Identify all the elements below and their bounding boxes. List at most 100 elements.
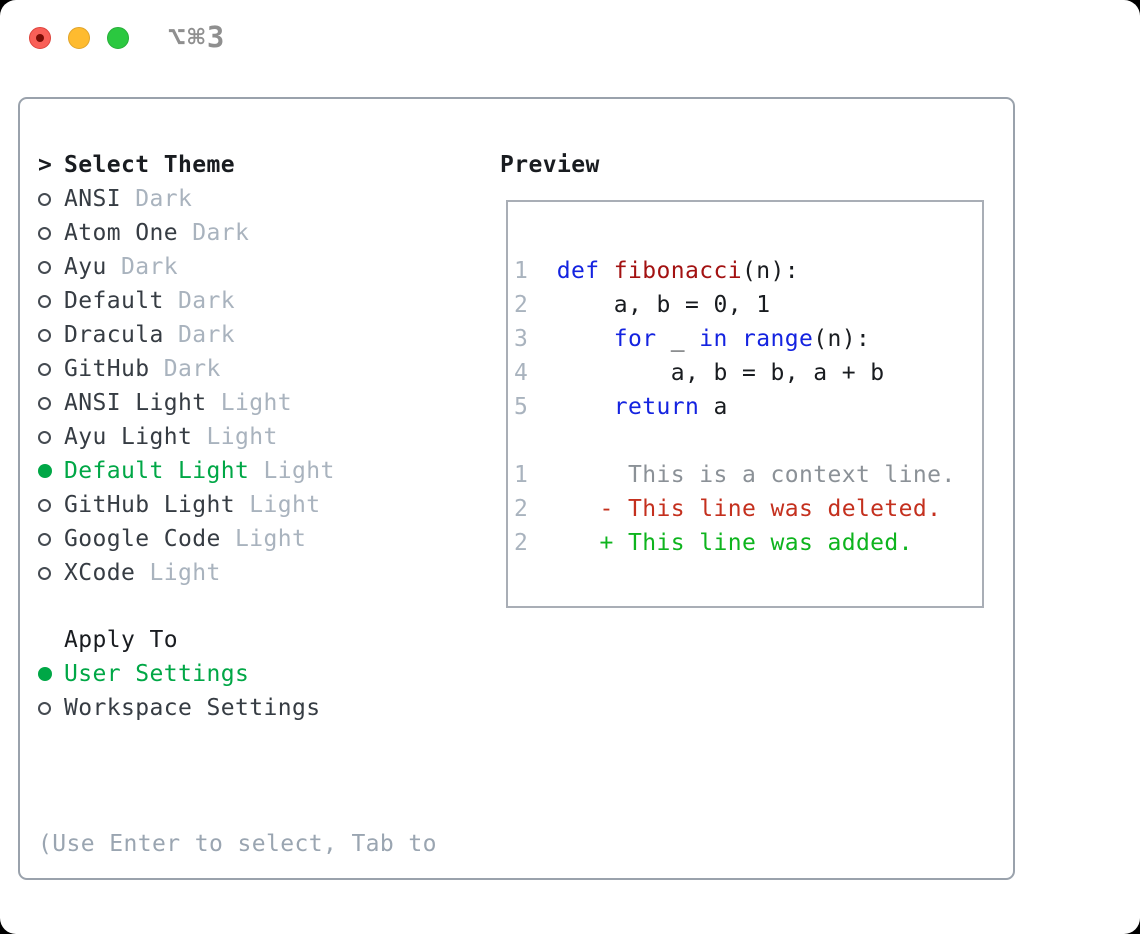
radio-circle: [38, 396, 51, 410]
theme-variant: Dark: [163, 288, 235, 314]
code-segment-num: 1: [514, 258, 557, 284]
preview-box: 1 def fibonacci(n): 2 a, b = 0, 1 3 for …: [506, 200, 984, 608]
theme-option[interactable]: Atom One Dark: [38, 216, 488, 250]
help-text: (Use Enter to select, Tab to change focu…: [38, 759, 488, 934]
theme-option[interactable]: Ayu Light Light: [38, 420, 488, 454]
theme-variant: Light: [192, 424, 278, 450]
close-button-dot: [36, 34, 44, 42]
theme-name: Ayu: [64, 254, 107, 280]
radio-selected-icon: [38, 657, 64, 691]
code-segment-pln: (n):: [741, 258, 799, 284]
theme-name: GitHub Light: [64, 492, 235, 518]
radio-circle: [38, 362, 51, 376]
theme-variant: Dark: [121, 186, 193, 212]
code-segment-add: + This line was added.: [542, 530, 913, 556]
theme-option[interactable]: ANSI Light Light: [38, 386, 488, 420]
apply-option[interactable]: Workspace Settings: [38, 691, 488, 725]
radio-unselected-icon: [38, 216, 64, 250]
theme-option[interactable]: Dracula Dark: [38, 318, 488, 352]
code-segment-kw: return: [613, 394, 700, 420]
code-segment-pln: a, b = b, a + b: [556, 360, 885, 386]
theme-name: ANSI Light: [64, 390, 207, 416]
code-segment-num: 2: [514, 530, 543, 556]
apply-to-header: Apply To: [38, 623, 488, 657]
help-line-1: (Use Enter to select, Tab to: [38, 831, 437, 857]
radio-circle: [38, 260, 51, 274]
code-segment-pln: [728, 326, 742, 352]
theme-name: Default: [64, 288, 164, 314]
select-theme-header: > Select Theme: [38, 148, 488, 182]
radio-selected-icon: [38, 454, 64, 488]
close-button[interactable]: [29, 27, 51, 49]
code-segment-fn: fibonacci: [613, 258, 742, 284]
code-segment-kw: range: [742, 326, 814, 352]
radio-unselected-icon: [38, 386, 64, 420]
radio-circle: [38, 667, 52, 681]
hotkey-label: ⌥⌘3: [168, 20, 227, 54]
apply-to-header-spacer: [38, 623, 64, 657]
radio-unselected-icon: [38, 556, 64, 590]
code-segment-kw: in: [699, 326, 728, 352]
radio-circle: [38, 192, 51, 206]
theme-variant: Dark: [106, 254, 178, 280]
code-segment-pln: [557, 394, 614, 420]
radio-circle: [38, 701, 51, 715]
code-segment-num: 2: [514, 292, 557, 318]
theme-option[interactable]: ANSI Dark: [38, 182, 488, 216]
theme-name: XCode: [64, 560, 136, 586]
theme-name: Google Code: [64, 526, 221, 552]
code-segment-pln: a: [699, 394, 728, 420]
theme-variant: Light: [249, 458, 335, 484]
zoom-button[interactable]: [107, 27, 129, 49]
preview-title: Preview: [500, 152, 600, 178]
apply-to-title: Apply To: [64, 627, 178, 653]
theme-variant: Dark: [149, 356, 221, 382]
radio-unselected-icon: [38, 352, 64, 386]
theme-name: GitHub: [64, 356, 150, 382]
theme-name: Dracula: [64, 322, 164, 348]
code-segment-pln: [600, 258, 614, 284]
theme-option[interactable]: GitHub Dark: [38, 352, 488, 386]
cursor-marker: >: [38, 148, 64, 182]
radio-circle: [38, 566, 51, 580]
theme-option[interactable]: Ayu Dark: [38, 250, 488, 284]
apply-option-label: Workspace Settings: [64, 695, 321, 721]
radio-unselected-icon: [38, 318, 64, 352]
apply-option-label: User Settings: [64, 661, 250, 687]
radio-unselected-icon: [38, 284, 64, 318]
theme-option[interactable]: GitHub Light Light: [38, 488, 488, 522]
code-segment-ctx: This is a context line.: [542, 462, 956, 488]
cursor-arrow-icon: >: [38, 152, 53, 178]
code-segment-num: 1: [514, 462, 543, 488]
radio-circle: [38, 226, 51, 240]
theme-variant: Light: [220, 526, 307, 552]
theme-name: Default Light: [64, 458, 250, 484]
radio-unselected-icon: [38, 691, 64, 725]
theme-option[interactable]: XCode Light: [38, 556, 488, 590]
theme-variant: Light: [206, 390, 292, 416]
theme-name: ANSI: [64, 186, 121, 212]
minimize-button[interactable]: [68, 27, 90, 49]
theme-option[interactable]: Google Code Light: [38, 522, 488, 556]
radio-circle: [38, 532, 51, 546]
code-segment-kw: for: [613, 326, 657, 352]
titlebar: ⌥⌘3: [0, 0, 1140, 70]
code-preview: 1 def fibonacci(n): 2 a, b = 0, 1 3 for …: [508, 202, 982, 560]
radio-circle: [38, 294, 51, 308]
radio-unselected-icon: [38, 522, 64, 556]
code-segment-pln: [557, 326, 614, 352]
theme-option[interactable]: Default Light Light: [38, 454, 488, 488]
select-theme-title: Select Theme: [64, 152, 235, 178]
theme-option[interactable]: Default Dark: [38, 284, 488, 318]
apply-option[interactable]: User Settings: [38, 657, 488, 691]
code-segment-num: 4: [514, 360, 557, 386]
code-segment-kw: def: [556, 258, 600, 284]
theme-variant: Dark: [163, 322, 235, 348]
theme-name: Atom One: [64, 220, 178, 246]
help-line-2: change focus): [38, 929, 488, 934]
